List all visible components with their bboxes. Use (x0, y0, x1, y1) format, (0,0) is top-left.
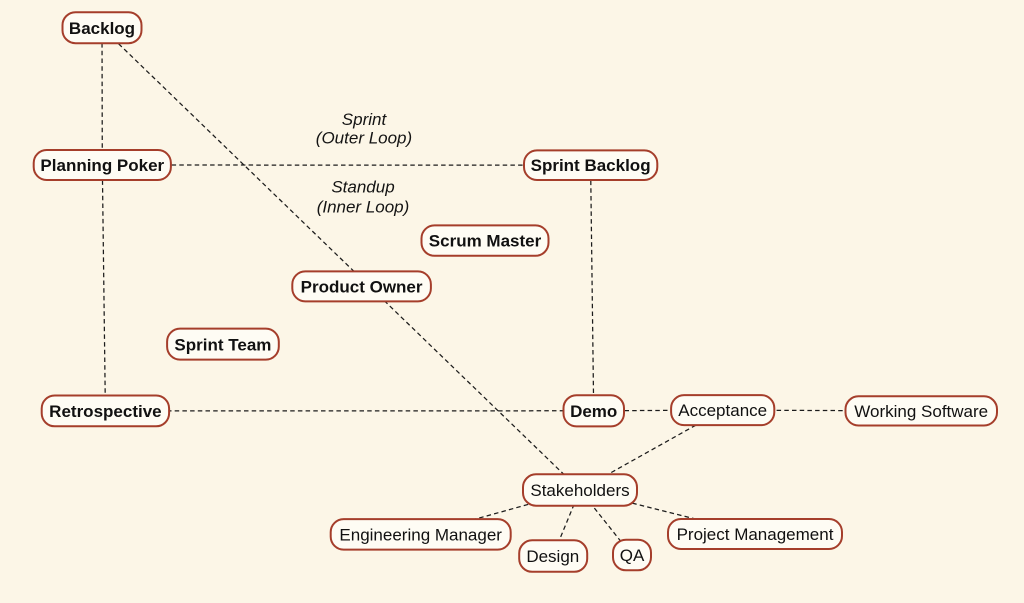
svg-text:Engineering Manager: Engineering Manager (339, 525, 502, 544)
svg-text:Backlog: Backlog (69, 19, 135, 38)
svg-text:QA: QA (620, 546, 645, 565)
svg-text:Product Owner: Product Owner (301, 277, 423, 296)
svg-text:Project Management: Project Management (677, 525, 834, 544)
svg-text:Scrum Master: Scrum Master (429, 232, 542, 251)
svg-text:(Outer Loop): (Outer Loop) (316, 129, 412, 148)
svg-text:Acceptance: Acceptance (678, 401, 767, 420)
svg-text:Sprint Backlog: Sprint Backlog (531, 156, 651, 175)
svg-text:Retrospective: Retrospective (49, 402, 161, 421)
svg-text:Sprint: Sprint (342, 110, 388, 129)
svg-text:Planning Poker: Planning Poker (40, 156, 164, 175)
svg-text:Working Software: Working Software (854, 402, 988, 421)
svg-text:Demo: Demo (570, 402, 617, 421)
svg-text:Sprint Team: Sprint Team (174, 335, 271, 354)
svg-text:Standup: Standup (331, 178, 394, 197)
svg-text:(Inner Loop): (Inner Loop) (317, 198, 410, 217)
svg-text:Stakeholders: Stakeholders (530, 481, 629, 500)
svg-text:Design: Design (526, 547, 579, 566)
